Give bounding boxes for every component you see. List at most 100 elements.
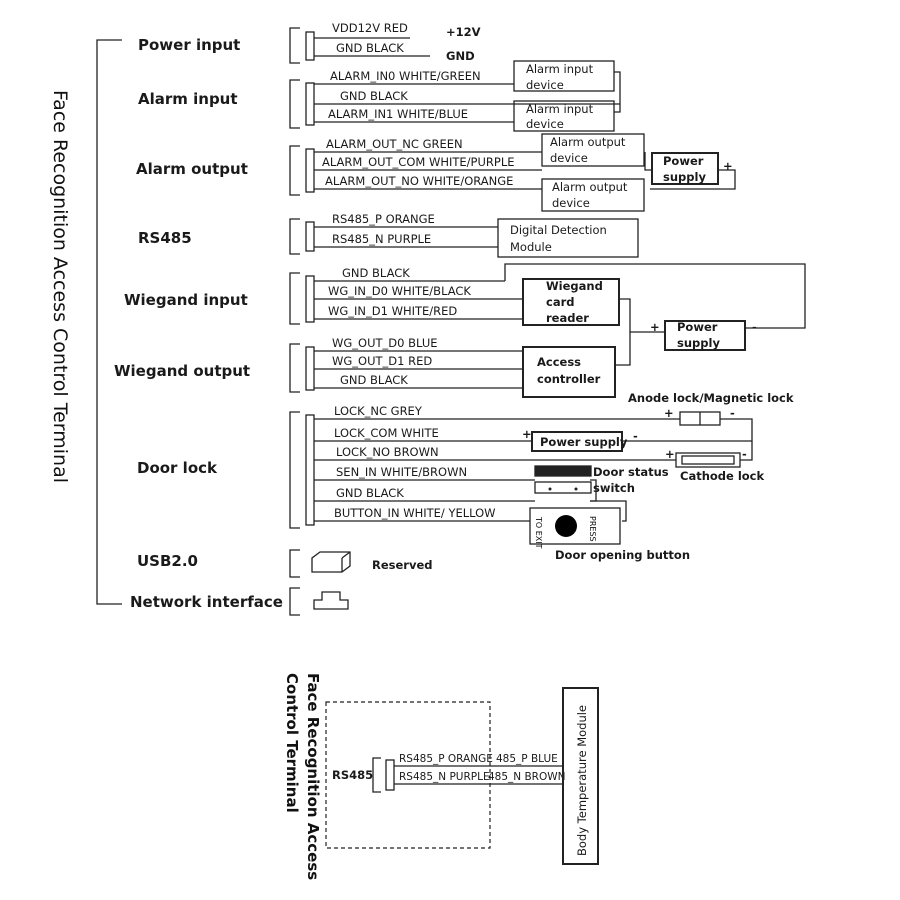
svg-text:Alarm input: Alarm input [526, 62, 594, 76]
wire-lines [314, 37, 806, 522]
anode-lock-label: Anode lock/Magnetic lock [628, 391, 794, 405]
svg-text:device: device [526, 78, 564, 92]
door-status-label-2: switch [593, 481, 635, 495]
wire-gnd-alarm: GND BLACK [340, 89, 408, 103]
wire-lock-com: LOCK_COM WHITE [334, 426, 439, 440]
door-opening-button-icon: TO EXIT PRESS [529, 507, 621, 549]
wire-alarm-in0: ALARM_IN0 WHITE/GREEN [330, 69, 481, 83]
section-alarm-output: Alarm output [136, 160, 248, 178]
section-wiegand-output: Wiegand output [114, 362, 250, 380]
svg-text:-: - [752, 320, 757, 334]
svg-text:-: - [742, 447, 747, 461]
door-status-switch-icon [534, 465, 592, 494]
bottom-rs485-label: RS485 [332, 768, 373, 782]
svg-text:Power: Power [663, 154, 704, 168]
section-wiegand-input: Wiegand input [124, 291, 248, 309]
wire-sen-in: SEN_IN WHITE/BROWN [336, 465, 467, 479]
svg-text:card: card [546, 295, 574, 309]
alarm-output-device-0: Alarm output device [541, 133, 645, 167]
main-bracket [96, 39, 122, 605]
wire-gnd-power: GND BLACK [336, 41, 404, 55]
digital-detection-module: Digital Detection Module [497, 218, 639, 258]
wire-vdd12v: VDD12V RED [332, 21, 408, 35]
alarm-power-supply: Power supply + [651, 152, 733, 185]
wire-wg-in-d0: WG_IN_D0 WHITE/BLACK [328, 284, 471, 298]
svg-text:device: device [552, 196, 590, 210]
section-rs485: RS485 [138, 229, 192, 247]
access-controller: Access controller [522, 346, 616, 398]
svg-text:Module: Module [510, 240, 552, 254]
svg-text:Power supply: Power supply [540, 435, 628, 449]
section-network: Network interface [130, 593, 283, 611]
door-power-supply: Power supply + - [522, 427, 638, 452]
svg-text:supply: supply [663, 170, 706, 184]
svg-text:TO EXIT: TO EXIT [534, 516, 543, 549]
wire-lock-no: LOCK_NO BROWN [336, 445, 439, 459]
svg-text:reader: reader [546, 311, 589, 325]
wire-wg-out-d1: WG_OUT_D1 RED [332, 354, 432, 368]
svg-text:Power: Power [677, 320, 718, 334]
alarm-input-device-0: Alarm input device [513, 60, 615, 92]
svg-text:controller: controller [537, 372, 601, 386]
svg-text:device: device [526, 117, 564, 131]
wire-alarm-out-com: ALARM_OUT_COM WHITE/PURPLE [322, 155, 515, 169]
bottom-title-line2: Control Terminal [283, 673, 301, 813]
wire-rs485-p: RS485_P ORANGE [332, 212, 435, 226]
wire-gnd-wg-out: GND BLACK [340, 373, 408, 387]
wire-button-in: BUTTON_IN WHITE/ YELLOW [334, 506, 496, 520]
anode-lock-icon: + - [664, 406, 735, 426]
wiegand-power-supply: Power supply + - [650, 320, 757, 351]
wire-wg-out-d0: WG_OUT_D0 BLUE [332, 336, 438, 350]
svg-text:Alarm input: Alarm input [526, 102, 594, 116]
svg-text:supply: supply [677, 336, 720, 350]
wire-alarm-in1: ALARM_IN1 WHITE/BLUE [328, 107, 468, 121]
section-usb: USB2.0 [137, 552, 198, 570]
wire-gnd-wg-in: GND BLACK [342, 266, 410, 280]
svg-text:+: + [723, 159, 733, 173]
wiegand-card-reader: Wiegand card reader [522, 278, 620, 326]
svg-text:-: - [730, 406, 735, 420]
svg-text:Digital Detection: Digital Detection [510, 223, 607, 237]
wire-rs485-n: RS485_N PURPLE [332, 232, 431, 246]
cathode-lock-label: Cathode lock [680, 469, 764, 483]
wire-alarm-out-nc: ALARM_OUT_NC GREEN [326, 137, 463, 151]
label-plus12v: +12V [446, 25, 481, 39]
bottom-connector [372, 757, 562, 793]
bottom-rs485-p: RS485_P ORANGE [399, 753, 493, 765]
svg-text:+: + [665, 447, 675, 461]
wire-lock-nc: LOCK_NC GREY [334, 404, 423, 418]
door-opening-button-label: Door opening button [555, 548, 690, 562]
svg-text:Wiegand: Wiegand [546, 279, 603, 293]
alarm-output-device-1: Alarm output device [541, 178, 645, 212]
bottom-485-p: 485_P BLUE [496, 753, 558, 765]
section-alarm-input: Alarm input [138, 90, 238, 108]
svg-text:Access: Access [537, 355, 581, 369]
svg-text:+: + [650, 320, 660, 334]
usb-reserved-label: Reserved [372, 558, 433, 572]
label-gnd: GND [446, 49, 475, 63]
body-temperature-module-box [562, 687, 599, 865]
svg-text:PRESS: PRESS [588, 516, 597, 542]
bottom-485-n: 485_N BROWN [488, 771, 565, 783]
diagram-title: Face Recognition Access Control Terminal [49, 90, 71, 483]
connector-brackets [289, 27, 315, 616]
svg-text:device: device [550, 151, 588, 165]
bottom-rs485-n: RS485_N PURPLE [399, 771, 490, 783]
wire-wg-in-d1: WG_IN_D1 WHITE/RED [328, 304, 457, 318]
alarm-input-device-1: Alarm input device [513, 100, 615, 132]
svg-text:Alarm output: Alarm output [552, 180, 628, 194]
door-status-label-1: Door status [593, 465, 669, 479]
section-power-input: Power input [138, 36, 240, 54]
wire-gnd-lock: GND BLACK [336, 486, 404, 500]
svg-text:Alarm output: Alarm output [550, 135, 626, 149]
bottom-title-line1: Face Recognition Access [304, 673, 322, 880]
svg-text:+: + [664, 406, 674, 420]
network-port-icon [313, 591, 349, 610]
section-door-lock: Door lock [137, 459, 218, 477]
svg-text:+: + [522, 427, 532, 441]
body-temperature-module-label: Body Temperature Module [575, 705, 589, 856]
usb-port-icon [311, 551, 351, 573]
wire-alarm-out-no: ALARM_OUT_NO WHITE/ORANGE [325, 174, 513, 188]
svg-text:-: - [633, 429, 638, 443]
